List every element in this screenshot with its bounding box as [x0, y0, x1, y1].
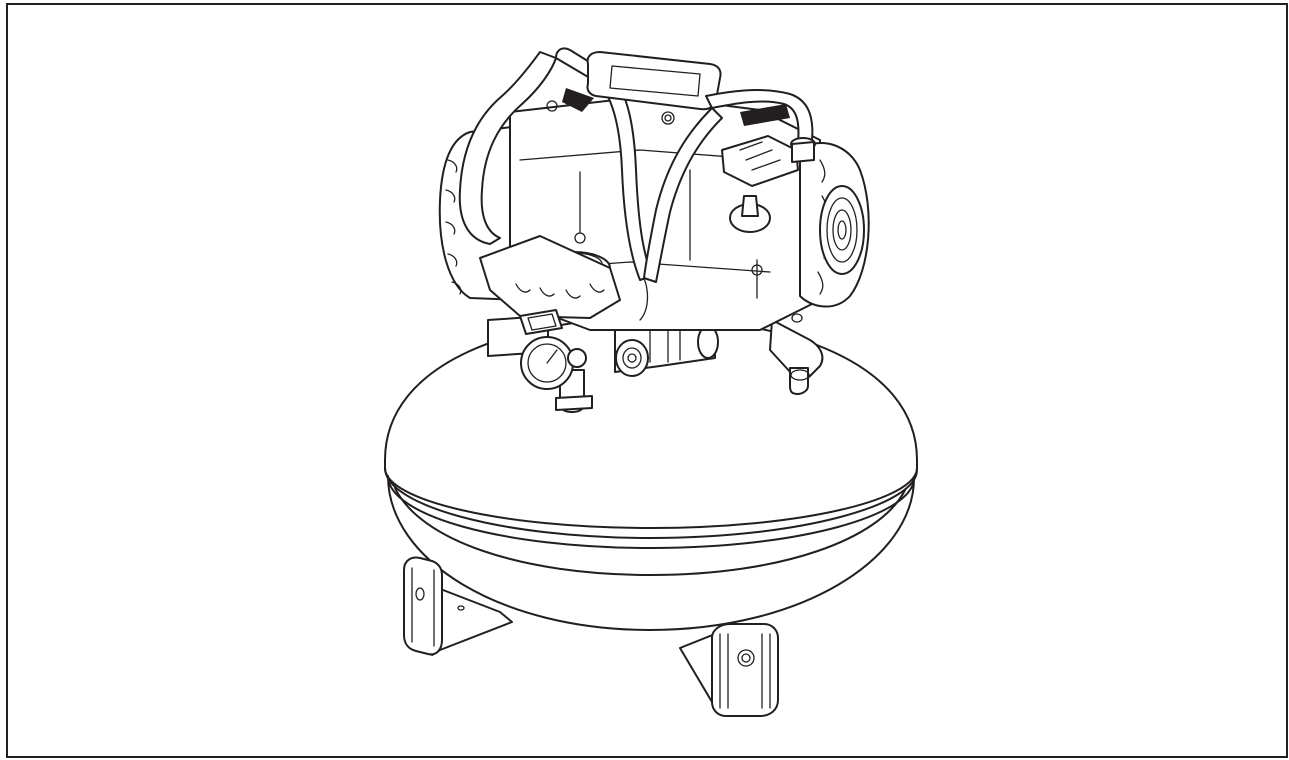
tank	[384, 317, 918, 631]
tank-seam	[384, 467, 918, 539]
tank-lower-dome	[387, 475, 915, 631]
drain-elbow	[769, 313, 824, 395]
motor-housing	[438, 95, 870, 335]
tank-lower-ring	[394, 487, 906, 576]
left-foot	[403, 556, 513, 656]
quick-coupler	[614, 321, 719, 377]
carry-handle	[458, 47, 816, 283]
right-foot	[679, 623, 779, 717]
frame-border	[6, 3, 1288, 758]
